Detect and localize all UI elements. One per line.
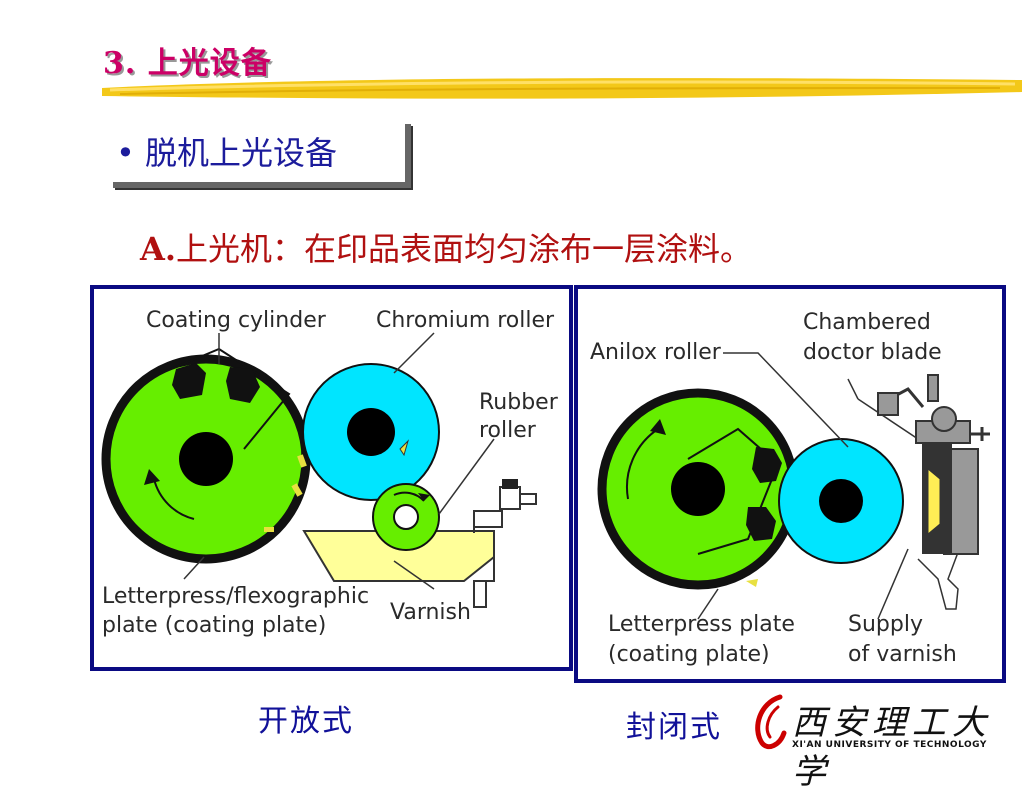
closed-coater-diagram: Anilox roller Chambered doctor blade Let… <box>574 285 1006 683</box>
caption-closed-type: 封闭式 <box>626 710 722 745</box>
label-rubber-roller-2: roller <box>479 418 537 443</box>
label-supply-1: Supply <box>848 612 923 637</box>
slide-title: 3. 上光设备 <box>103 46 272 81</box>
label-plate-1: Letterpress/flexographic <box>102 584 369 609</box>
coating-plate-blocks <box>172 363 260 403</box>
subtitle: A.上光机：在印品表面均匀涂布一层涂料。 <box>140 224 752 270</box>
subtitle-text: 上光机：在印品表面均匀涂布一层涂料。 <box>175 230 752 268</box>
chambered-doctor-blade <box>857 374 990 610</box>
subtitle-prefix: A. <box>140 230 176 268</box>
label-doctor-blade-2: doctor blade <box>803 340 942 365</box>
label-coating-cylinder: Coating cylinder <box>146 308 327 333</box>
label-doctor-blade-1: Chambered <box>803 310 931 335</box>
label-anilox-roller: Anilox roller <box>590 340 722 365</box>
label-plate-2: plate (coating plate) <box>102 613 326 638</box>
open-coater-drawing: Coating cylinder Chromium roller Rubber … <box>101 308 559 638</box>
label-supply-2: of varnish <box>848 642 957 667</box>
university-english-name: XI'AN UNIVERSITY OF TECHNOLOGY <box>792 740 987 750</box>
label-plate-2: (coating plate) <box>608 642 770 667</box>
label-plate-1: Letterpress plate <box>608 612 795 637</box>
bullet-heading: • 脱机上光设备 <box>116 134 338 172</box>
label-chromium-roller: Chromium roller <box>376 308 555 333</box>
coating-plate-blocks <box>746 447 782 541</box>
faucet-icon <box>473 479 537 533</box>
varnish-trough <box>302 530 495 582</box>
label-varnish: Varnish <box>390 600 471 625</box>
closed-coater-drawing: Anilox roller Chambered doctor blade Let… <box>590 310 990 667</box>
label-rubber-roller-1: Rubber <box>479 390 559 415</box>
bullet-box <box>113 124 411 188</box>
caption-open-type: 开放式 <box>258 704 354 739</box>
open-coater-diagram: Coating cylinder Chromium roller Rubber … <box>90 285 573 671</box>
university-logo-icon <box>755 694 787 750</box>
title-brush-stroke <box>102 78 1022 99</box>
